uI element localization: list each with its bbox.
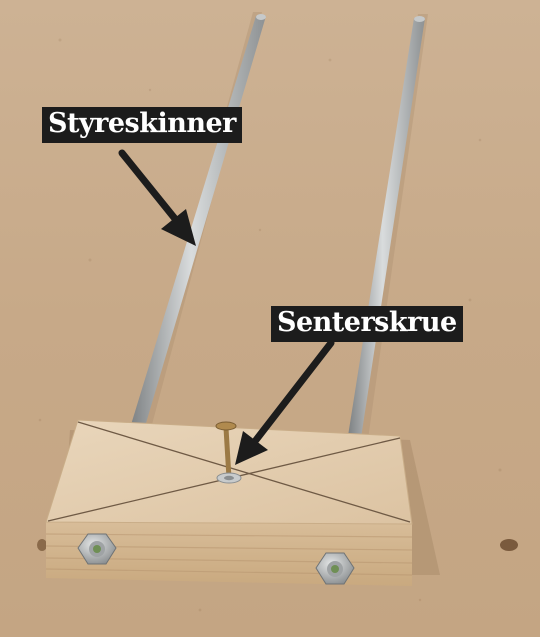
- rod-end: [256, 14, 266, 20]
- rod-end: [414, 16, 425, 22]
- surface-hole: [500, 539, 518, 551]
- surface-hole: [37, 539, 47, 551]
- center-screw: [215, 421, 242, 484]
- pencil-diagonal: [77, 421, 411, 523]
- nut-left: [77, 533, 117, 565]
- label-center-screw: Senterskrue: [271, 306, 463, 342]
- nut-right: [315, 552, 355, 585]
- label-guide-rails: Styreskinner: [42, 107, 242, 143]
- arrow-center-screw: [235, 339, 335, 465]
- arrow-guide-rails: [118, 149, 196, 246]
- surface-texture: [38, 38, 502, 612]
